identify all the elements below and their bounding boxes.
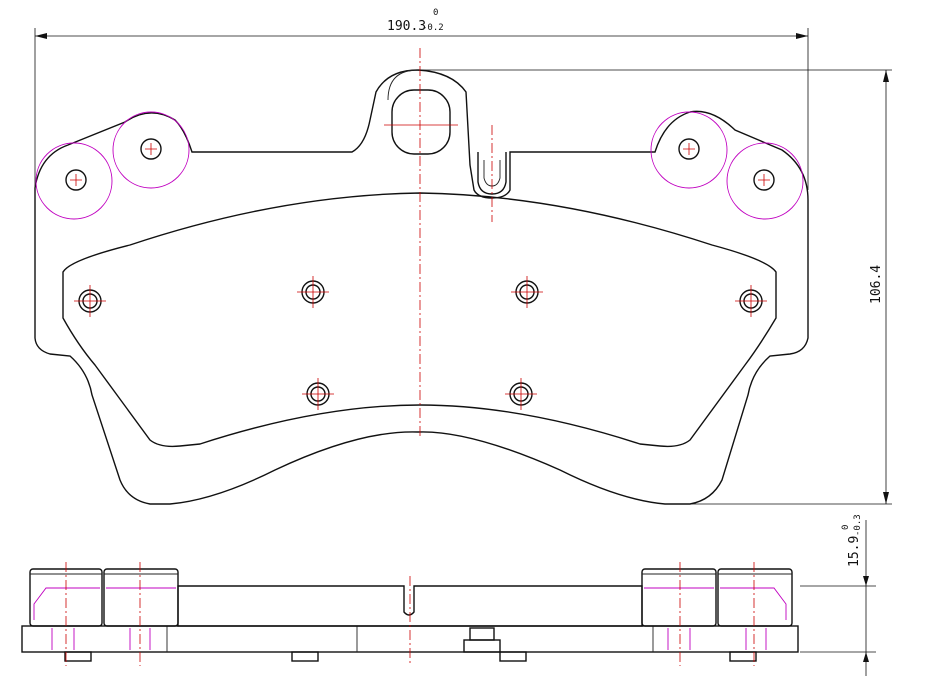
ear-hole-left-outer [65, 169, 87, 191]
thickness-tolerance-upper: 0 [841, 525, 851, 530]
side-clip [499, 651, 527, 662]
rivet-holes [74, 276, 767, 410]
side-center-tab [463, 639, 501, 653]
side-ear-block [103, 568, 179, 627]
thickness-tolerance-lower: -0.3 [853, 514, 863, 536]
side-clip [64, 651, 92, 662]
backing-plate-outline [34, 69, 809, 505]
rivet-hole [505, 378, 537, 410]
ear-hole-right-outer [753, 169, 775, 191]
center-slot [391, 89, 451, 155]
top-view [34, 48, 809, 505]
rivet-hole [297, 276, 329, 308]
thickness-dimension: 15.9 0 -0.3 [800, 514, 876, 676]
width-dimension-value: 190.3 [387, 19, 426, 34]
friction-material-outline [62, 192, 777, 448]
rivet-hole [511, 276, 543, 308]
width-tolerance-upper: 0 [433, 8, 438, 18]
rivet-hole [735, 285, 767, 317]
rivet-hole [74, 285, 106, 317]
ear-hole-left-inner [140, 138, 162, 160]
width-tolerance-lower: -0.2 [422, 23, 444, 33]
side-ear-block [717, 568, 793, 627]
side-ear-block [641, 568, 717, 627]
height-dimension: 106.4 [420, 69, 892, 505]
width-dimension: 190.3 0 -0.2 [34, 8, 809, 190]
rivet-hole [302, 378, 334, 410]
side-clip [729, 651, 757, 662]
left-mounting-ears [35, 111, 190, 220]
ear-hole-right-inner [678, 138, 700, 160]
right-mounting-ears [650, 111, 804, 220]
height-dimension-value: 106.4 [869, 265, 884, 304]
thickness-dimension-value: 15.9 [847, 536, 862, 567]
side-clip [291, 651, 319, 662]
side-view [21, 562, 799, 666]
